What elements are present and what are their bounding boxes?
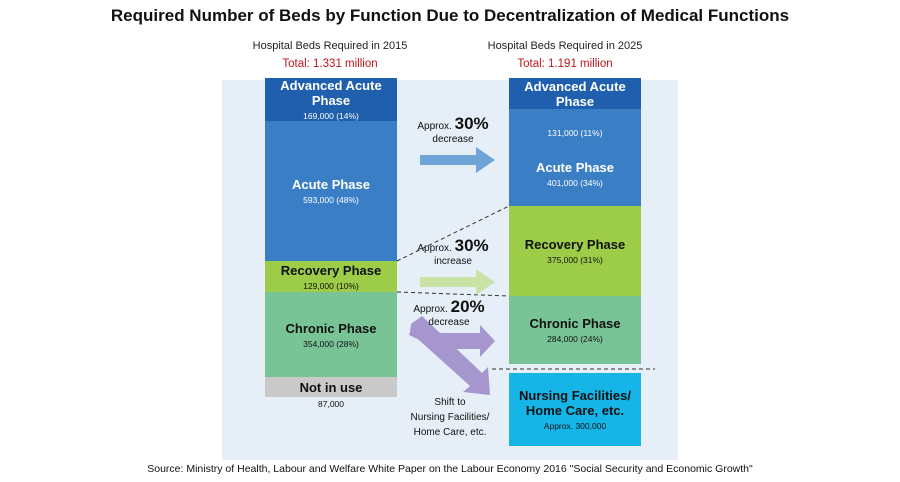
bar-2025-nursing-home-care: Nursing Facilities/ Home Care, etc. Appr…	[509, 373, 641, 446]
column-header-2025: Hospital Beds Required in 2025	[487, 40, 643, 52]
segment-value: 129,000 (10%)	[303, 280, 359, 291]
bar-2025-advanced-acute: Advanced Acute Phase	[509, 78, 641, 109]
annotation-shift: Shift to Nursing Facilities/ Home Care, …	[390, 395, 510, 440]
segment-value: 169,000 (14%)	[303, 111, 359, 121]
segment-value: 284,000 (24%)	[547, 334, 603, 344]
shift-line: Shift to	[434, 397, 466, 408]
annotation-prefix: Approx.	[413, 304, 448, 315]
column-header-2015: Hospital Beds Required in 2015	[252, 40, 408, 52]
annotation-word: increase	[434, 256, 472, 267]
segment-label: Advanced Acute Phase	[524, 78, 626, 109]
segment-label: Chronic Phase	[285, 320, 377, 336]
not-in-use-value: 87,000	[318, 399, 344, 409]
bar-2025-recovery: Recovery Phase 375,000 (31%)	[509, 206, 641, 296]
annotation-prefix: Approx.	[417, 243, 452, 254]
segment-label: Chronic Phase	[529, 316, 621, 331]
segment-label: Nursing Facilities/ Home Care, etc.	[519, 388, 631, 418]
bar-2015-advanced-acute: Advanced Acute Phase 169,000 (14%)	[265, 78, 397, 121]
bar-2025-acute: 131,000 (11%) Acute Phase 401,000 (34%)	[509, 109, 641, 206]
annotation-chronic: Approx. 20% decrease	[394, 297, 504, 329]
annotation-word: decrease	[432, 134, 474, 145]
segment-label: Recovery Phase	[280, 262, 382, 278]
segment-label: Acute Phase	[535, 159, 615, 175]
annotation-percent: 20%	[450, 297, 485, 316]
chart-title: Required Number of Beds by Function Due …	[110, 6, 790, 25]
segment-label: Recovery Phase	[524, 237, 626, 252]
annotation-recovery: Approx. 30% increase	[398, 236, 508, 268]
annotation-acute: Approx. 30% decrease	[398, 114, 508, 146]
total-2025: Total: 1.191 million	[517, 58, 613, 70]
segment-value: 375,000 (31%)	[547, 255, 603, 265]
annotation-prefix: Approx.	[417, 121, 452, 132]
shift-line: Nursing Facilities/	[410, 412, 490, 423]
bar-2015-acute: Acute Phase 593,000 (48%)	[265, 121, 397, 261]
bar-2015-not-in-use: Not in use	[265, 377, 397, 397]
bar-2015-recovery: Recovery Phase 129,000 (10%)	[265, 261, 397, 292]
annotation-word: decrease	[428, 317, 470, 328]
segment-label: Acute Phase	[291, 177, 371, 192]
segment-value: 593,000 (48%)	[303, 195, 359, 205]
segment-value: 354,000 (28%)	[303, 338, 359, 349]
shift-line: Home Care, etc.	[413, 427, 487, 438]
bar-2015-chronic: Chronic Phase 354,000 (28%)	[265, 292, 397, 377]
segment-label: Not in use	[299, 379, 363, 395]
segment-label: Advanced Acute Phase	[280, 78, 382, 108]
segment-value-top: 131,000 (11%)	[547, 127, 603, 138]
annotation-percent: 30%	[454, 114, 489, 133]
segment-value: Approx. 300,000	[543, 421, 607, 431]
source-note: Source: Ministry of Health, Labour and W…	[147, 463, 753, 475]
total-2015: Total: 1.331 million	[282, 58, 378, 70]
annotation-percent: 30%	[454, 236, 489, 255]
segment-value: 401,000 (34%)	[547, 177, 603, 188]
bar-2025-chronic: Chronic Phase 284,000 (24%)	[509, 296, 641, 364]
